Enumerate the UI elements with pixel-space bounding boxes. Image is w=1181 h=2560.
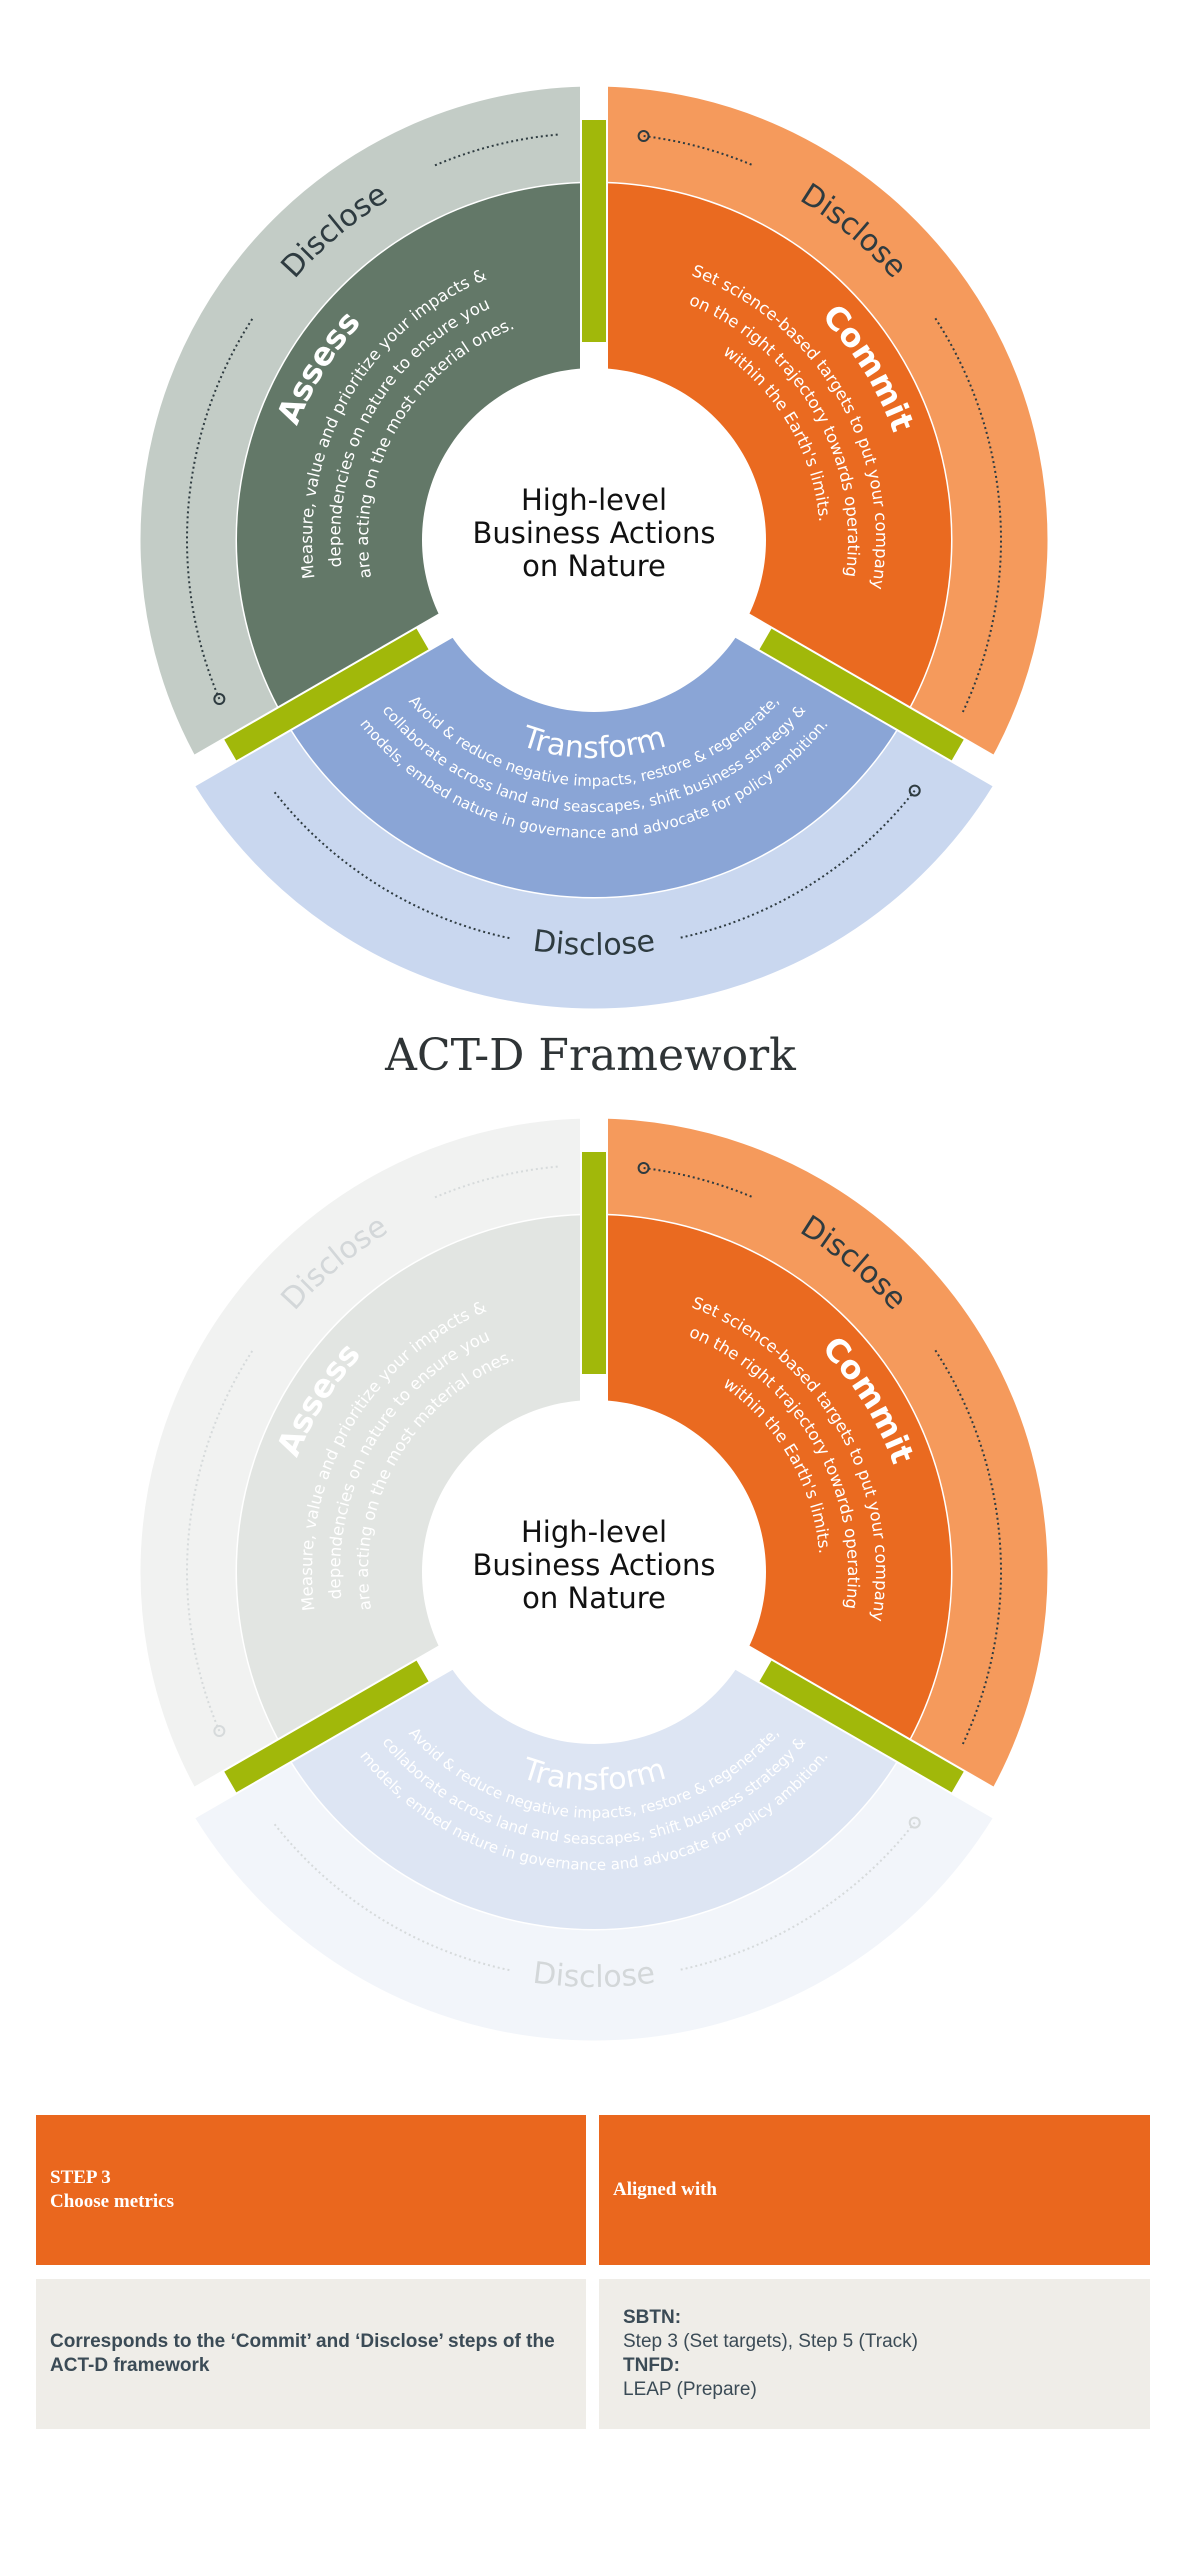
- assess-core-ring: [236, 183, 594, 719]
- center-label-line: on Nature: [522, 549, 666, 583]
- sbtn-value: Step 3 (Set targets), Step 5 (Track): [623, 2331, 918, 2352]
- commit-disclose-track-a: [643, 135, 754, 167]
- transform-disclose-track-left: [272, 789, 510, 940]
- separator-bar: [759, 1660, 964, 1793]
- correspondence-cell: Corresponds to the ‘Commit’ and ‘Disclos…: [36, 2279, 586, 2429]
- transform-disclose-label-path: Disclose: [531, 924, 657, 963]
- correspondence-text: Corresponds to the ‘Commit’ and ‘Disclos…: [50, 2331, 555, 2376]
- track-start-circle-icon: [213, 1725, 226, 1738]
- transform-disclose-label: Disclose: [531, 924, 657, 963]
- center-label-line: High-level: [521, 1515, 667, 1549]
- step-number: STEP 3: [50, 2167, 111, 2188]
- step-header-cell: STEP 3 Choose metrics: [36, 2115, 586, 2265]
- separator-bar: [224, 1660, 429, 1793]
- commit-core-ring: [594, 183, 951, 719]
- assess-disclose-track-a: [186, 317, 254, 700]
- commit-disclose-track-b: [934, 1349, 1002, 1745]
- framework-title: ACT-D Framework: [385, 1030, 796, 1081]
- transform-core-ring: [284, 626, 904, 897]
- alignment-cell: SBTN: Step 3 (Set targets), Step 5 (Trac…: [599, 2279, 1150, 2429]
- step-name: Choose metrics: [50, 2191, 174, 2212]
- sbtn-label: SBTN:: [623, 2307, 682, 2328]
- center-label-line: Business Actions: [472, 1548, 715, 1582]
- assess-disclose-track-b: [434, 133, 559, 167]
- track-start-circle-icon: [213, 693, 226, 706]
- transform-disclose-track-right: [678, 789, 916, 940]
- track-start-circle-icon: [637, 1162, 650, 1175]
- tnfd-label: TNFD:: [623, 2355, 680, 2376]
- transform-core-ring: [284, 1658, 904, 1929]
- track-start-circle-icon: [908, 1816, 921, 1829]
- tnfd-value: LEAP (Prepare): [623, 2379, 757, 2400]
- center-label-line: on Nature: [522, 1581, 666, 1615]
- center-hub: [426, 1404, 762, 1740]
- assess-disclose-track-b: [434, 1165, 559, 1199]
- transform-disclose-label: Disclose: [531, 1956, 657, 1995]
- separator-bar: [224, 628, 429, 761]
- track-start-circle-icon: [637, 130, 650, 143]
- transform-disclose-track-right: [678, 1821, 916, 1972]
- center-hub: [426, 372, 762, 708]
- transform-disclose-track-left: [272, 1821, 510, 1972]
- aligned-with-label: Aligned with: [613, 2179, 717, 2200]
- track-start-circle-icon: [908, 784, 921, 797]
- assess-disclose-track-a: [186, 1349, 254, 1732]
- transform-disclose-label-path: Disclose: [531, 1956, 657, 1995]
- aligned-header-cell: Aligned with: [599, 2115, 1150, 2265]
- commit-disclose-track-b: [934, 317, 1002, 713]
- commit-core-ring: [594, 1215, 951, 1751]
- center-label-line: High-level: [521, 483, 667, 517]
- assess-core-ring: [236, 1215, 594, 1751]
- commit-disclose-track-a: [643, 1167, 754, 1199]
- separator-bar: [759, 628, 964, 761]
- center-label-line: Business Actions: [472, 516, 715, 550]
